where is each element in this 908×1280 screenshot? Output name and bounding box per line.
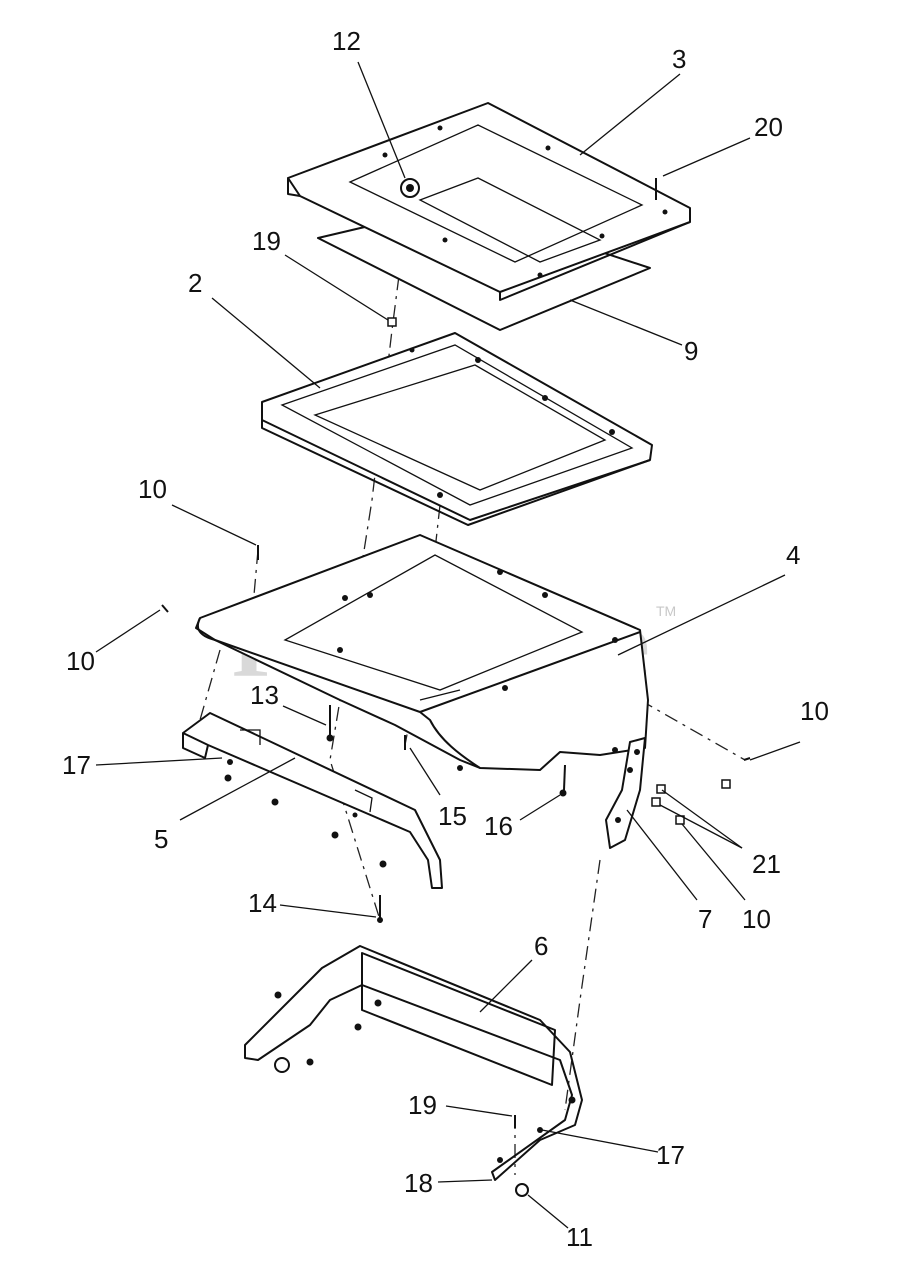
callout-21: 21 — [752, 849, 781, 879]
lower-hardware — [514, 1115, 543, 1197]
callout-12: 12 — [332, 26, 361, 56]
callout-3: 3 — [672, 44, 686, 74]
part-14-bolt — [377, 895, 383, 923]
part-6-rear-bracket — [244, 945, 583, 1181]
part-5-front-bracket — [182, 712, 443, 889]
callout-10-left: 10 — [66, 646, 95, 676]
part-16-bolt — [559, 764, 567, 797]
callout-19-upper: 19 — [252, 226, 281, 256]
part-4-seat-base — [195, 534, 649, 771]
callout-10-top: 10 — [138, 474, 167, 504]
callout-11: 11 — [566, 1222, 593, 1252]
callout-4: 4 — [786, 540, 800, 570]
callout-16: 16 — [484, 811, 513, 841]
watermark-trademark: TM — [656, 603, 676, 619]
callout-15: 15 — [438, 801, 467, 831]
callout-10-right: 10 — [800, 696, 829, 726]
part-13-bolt — [326, 705, 334, 742]
callout-9: 9 — [684, 336, 698, 366]
callout-14: 14 — [248, 888, 277, 918]
callout-7: 7 — [698, 904, 712, 934]
callout-13: 13 — [250, 680, 279, 710]
callout-2: 2 — [188, 268, 202, 298]
callout-17-upper: 17 — [62, 750, 91, 780]
callout-10-lower: 10 — [742, 904, 771, 934]
part-7-hinge-bracket — [605, 737, 646, 849]
callout-17-lower: 17 — [656, 1140, 685, 1170]
callout-20: 20 — [754, 112, 783, 142]
part-19-screw-upper — [387, 317, 397, 327]
part-17-washer-upper — [227, 759, 233, 765]
callout-5: 5 — [154, 824, 168, 854]
callout-18: 18 — [404, 1168, 433, 1198]
part-2-seat-frame — [261, 332, 653, 526]
leader-lines — [95, 61, 801, 1229]
part-21-screws — [651, 779, 731, 807]
part-12-nut — [400, 178, 420, 198]
callout-6: 6 — [534, 931, 548, 961]
part-3-seat-pan — [287, 102, 691, 301]
callouts: 12 3 20 19 2 9 10 4 10 10 13 17 15 16 21… — [62, 26, 829, 1252]
callout-19-lower: 19 — [408, 1090, 437, 1120]
